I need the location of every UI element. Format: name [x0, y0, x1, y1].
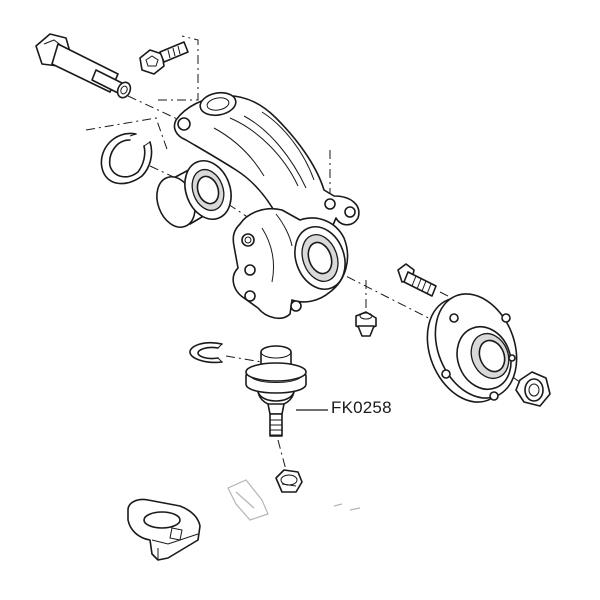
heat-shield-bracket — [127, 498, 201, 561]
steering-knuckle — [173, 91, 360, 320]
part-number-callout: FK0258 — [331, 398, 392, 417]
grommet — [355, 311, 377, 337]
circlip-lower — [189, 341, 223, 364]
wheel-hub — [426, 293, 518, 403]
lock-nut — [275, 469, 303, 493]
ghost-bracket — [227, 479, 361, 521]
wheel-stud — [397, 263, 437, 297]
circlip-upper — [100, 132, 153, 185]
hub-nut — [515, 371, 551, 407]
wheel-bearing — [156, 160, 232, 228]
ball-joint — [245, 345, 307, 437]
hub-bolt — [35, 33, 132, 99]
small-bolt — [139, 41, 189, 75]
